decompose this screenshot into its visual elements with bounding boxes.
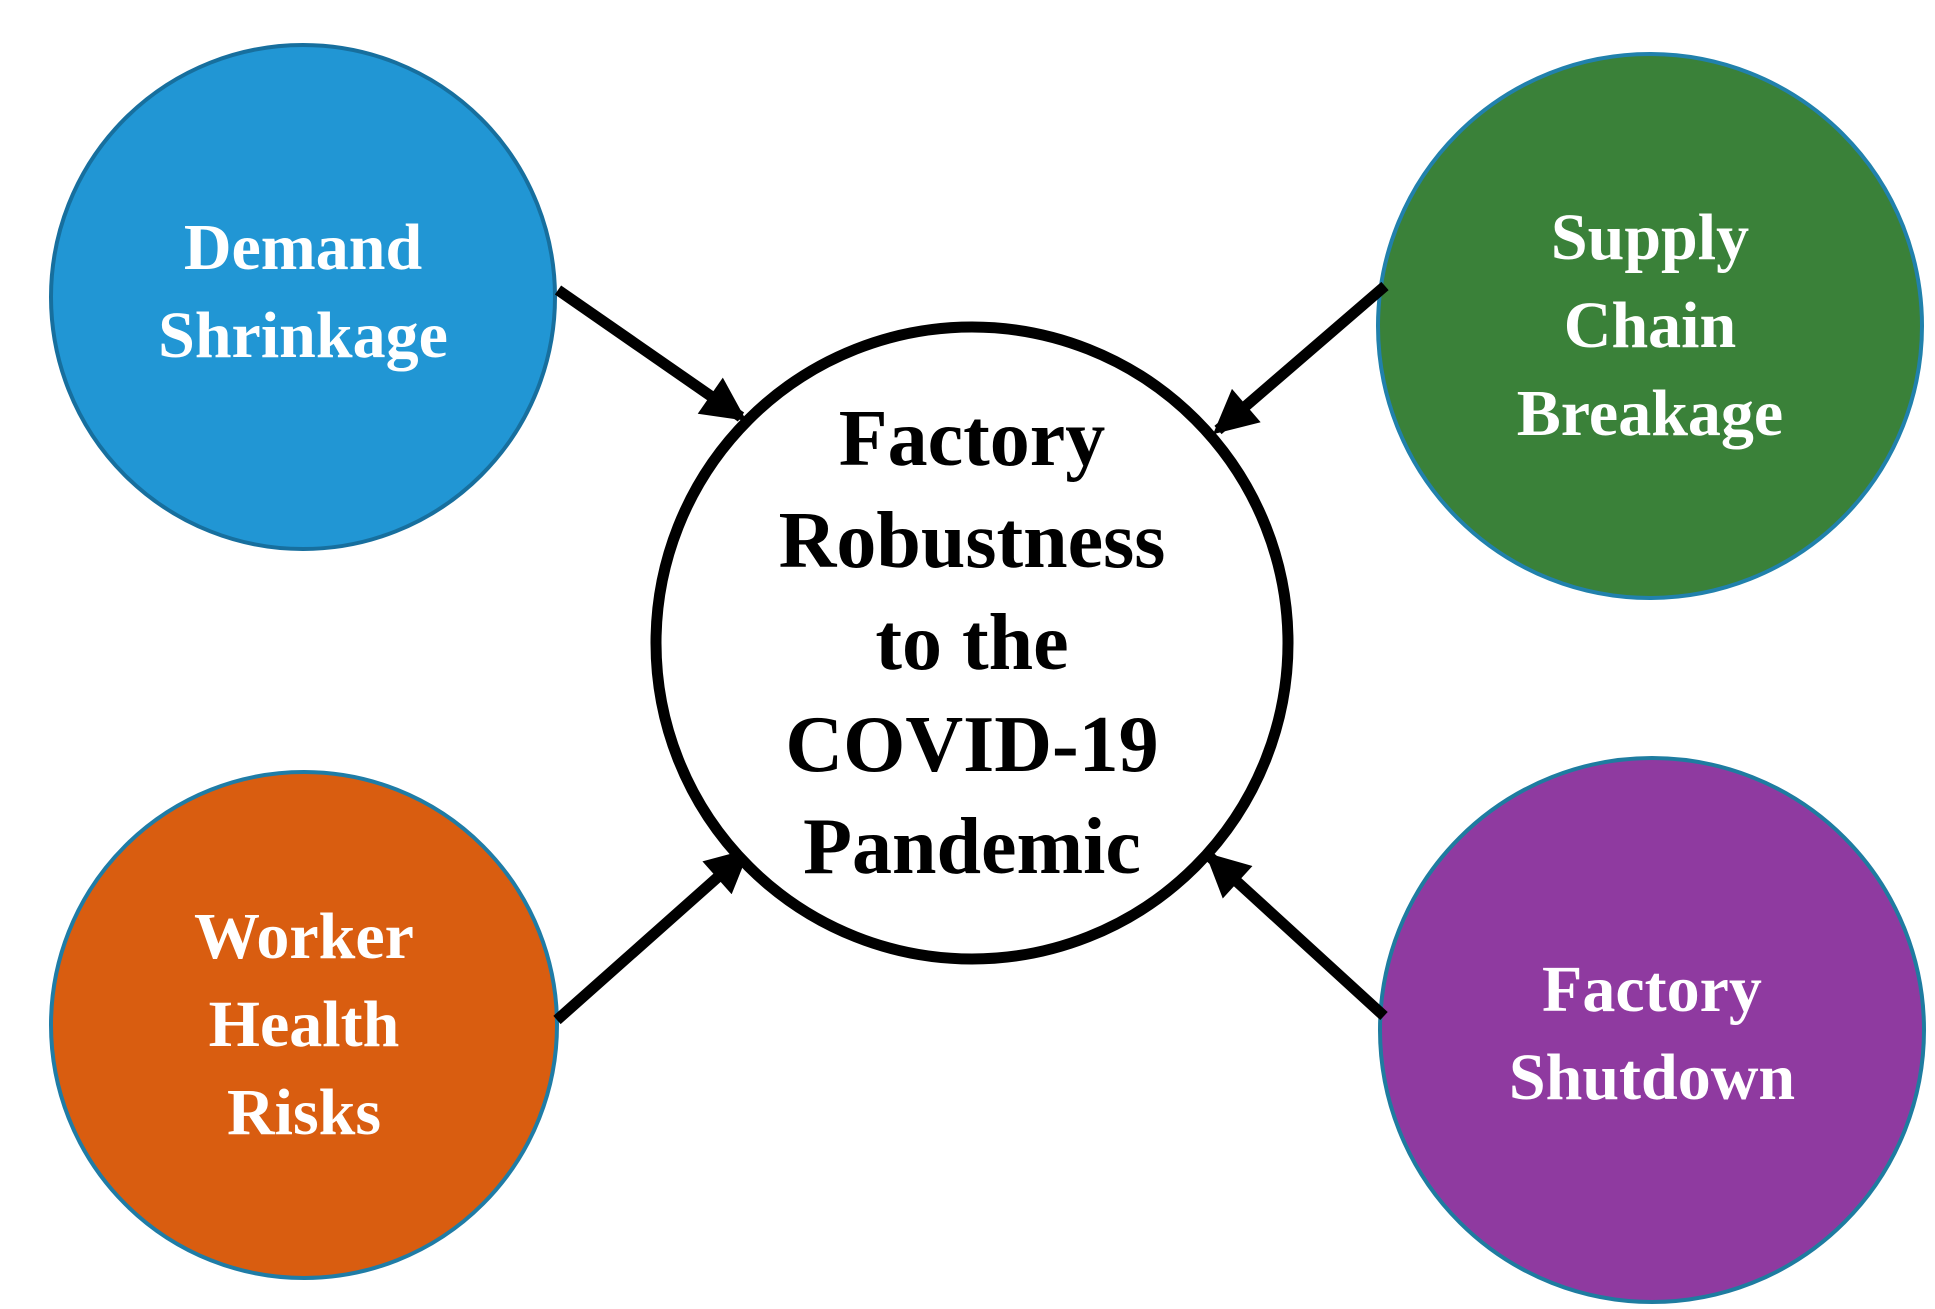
arrow-demand-to-center [554, 285, 747, 422]
node-circle-demand-shrinkage [51, 45, 555, 549]
demand-shrinkage-label: Demand Shrinkage [158, 204, 448, 380]
label-line: Breakage [1516, 377, 1784, 450]
label-line: Robustness [778, 497, 1166, 585]
node-border-factory-shutdown [1378, 756, 1926, 1304]
supply-chain-breakage-label: Supply Chain Breakage [1517, 194, 1783, 458]
node-circle-factory-shutdown [1380, 758, 1924, 1302]
label-line: Risks [226, 1076, 382, 1149]
label-line: Supply [1550, 201, 1750, 274]
label-line: Health [208, 988, 400, 1061]
label-line: Shrinkage [158, 299, 448, 372]
label-line: Shutdown [1508, 1041, 1796, 1114]
label-line: Factory [838, 395, 1106, 483]
node-border-worker-health-risks [49, 770, 559, 1280]
node-circle-worker-health-risks [51, 772, 557, 1278]
label-line: Factory [1542, 953, 1762, 1026]
center-circle-border [650, 321, 1294, 965]
label-line: Pandemic [803, 803, 1141, 891]
worker-health-risks-label: Worker Health Risks [194, 893, 414, 1157]
arrow-worker-to-center [553, 848, 750, 1025]
label-line: to the [875, 599, 1069, 687]
node-border-supply-chain-breakage [1376, 52, 1924, 600]
factory-shutdown-label: Factory Shutdown [1509, 946, 1795, 1122]
node-border-demand-shrinkage [49, 43, 557, 551]
arrow-shutdown-to-center [1205, 852, 1388, 1021]
label-line: Demand [183, 211, 423, 284]
arrow-supply-to-center [1213, 281, 1389, 435]
label-line: Chain [1563, 289, 1737, 362]
center-circle [656, 327, 1288, 959]
label-line: COVID-19 [785, 701, 1159, 789]
label-line: Worker [194, 900, 414, 973]
node-circle-supply-chain-breakage [1378, 54, 1922, 598]
center-node-label: Factory Robustness to the COVID-19 Pande… [779, 388, 1166, 898]
